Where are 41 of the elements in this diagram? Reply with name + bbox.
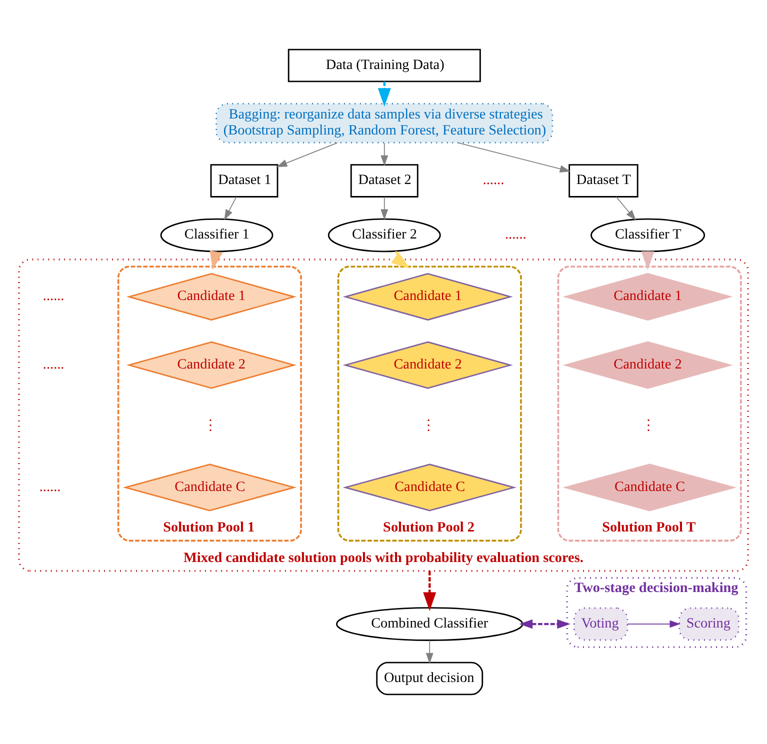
node-box: Dataset 1: [210, 164, 278, 198]
node-diamond: Candidate 1: [562, 273, 733, 321]
arrow: [457, 142, 571, 172]
node-ellipse: Combined Classifier: [336, 607, 524, 641]
label: ......: [39, 478, 61, 495]
node-ellipse: Classifier 2: [328, 218, 441, 252]
node-ellipse: Classifier T: [590, 218, 706, 252]
node-box: Bagging: reorganize data samples via diverse strategies (Bootstrap Sampling, Random Forest, Feature Selection): [216, 102, 554, 144]
label: ......: [42, 356, 64, 372]
node-box: Dataset 2: [350, 164, 418, 198]
node-diamond: Candidate 2: [126, 341, 297, 389]
node-ellipse: Classifier 1: [160, 218, 274, 252]
arrow: [519, 619, 570, 629]
label: ......: [482, 172, 504, 188]
node-diamond: Candidate C: [122, 464, 297, 512]
node-diamond: Candidate 2: [562, 341, 733, 389]
node-diamond: Candidate 1: [126, 273, 297, 321]
arrow: [423, 570, 436, 611]
label: ⋮: [422, 418, 436, 434]
arrow: [380, 196, 388, 220]
node-diamond: Candidate C: [562, 464, 737, 512]
node-box: Scoring: [678, 607, 740, 641]
node-box: Data (Training Data): [288, 48, 481, 82]
node-diamond: Candidate C: [342, 464, 517, 512]
arrow: [378, 82, 391, 107]
arrow: [380, 142, 388, 166]
label: ......: [505, 226, 526, 243]
node-box: Dataset T: [568, 164, 638, 198]
arrow: [426, 640, 434, 664]
label: ⋮: [642, 418, 656, 434]
label: ⋮: [204, 418, 218, 434]
arrow: [626, 620, 680, 628]
arrow: [391, 250, 410, 269]
arrow: [224, 196, 237, 220]
arrow: [276, 142, 338, 168]
label: ......: [42, 288, 64, 304]
node-diamond: Candidate 2: [342, 341, 513, 389]
node-box: Output decision: [376, 662, 484, 696]
node-box: Voting: [573, 607, 628, 641]
node-diamond: Candidate 1: [342, 273, 513, 321]
arrow: [616, 196, 636, 220]
